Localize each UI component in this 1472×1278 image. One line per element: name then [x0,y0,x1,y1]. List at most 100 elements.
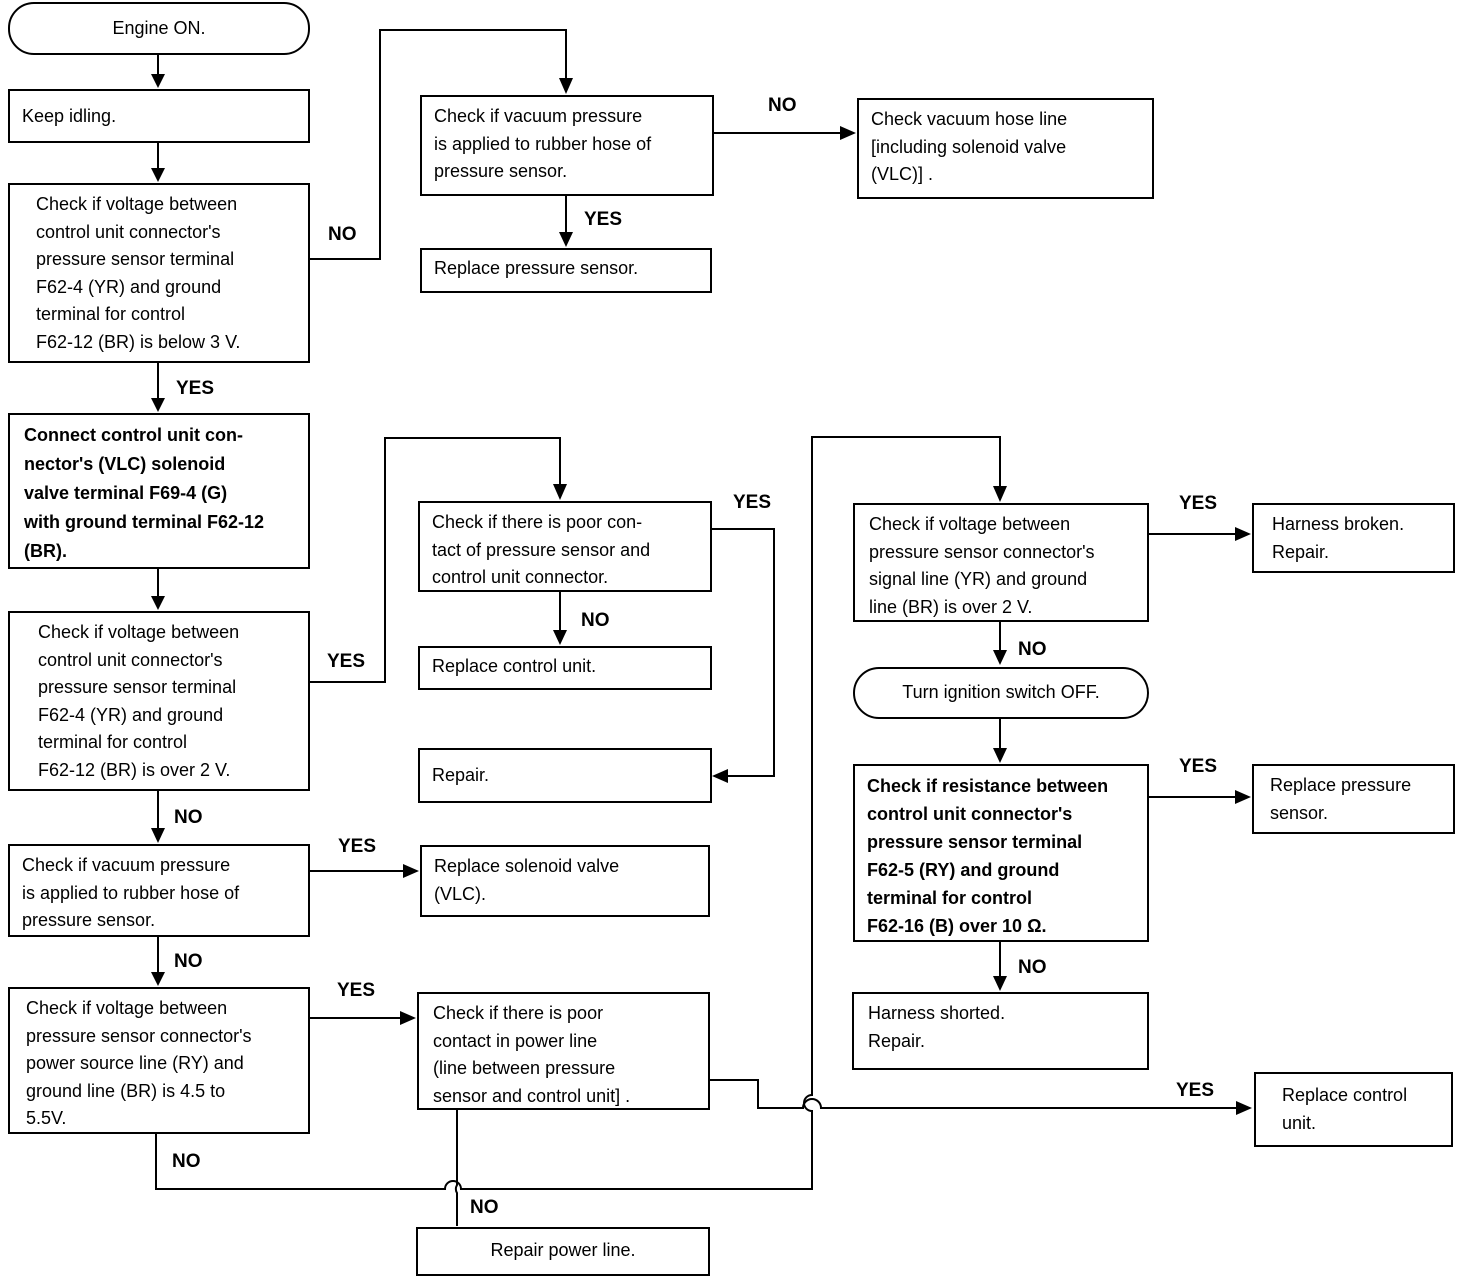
text-line: pressure sensor terminal [867,832,1083,852]
label-no: NO [581,610,610,631]
label-yes: YES [584,209,623,230]
text-line: Check if voltage between [869,514,1071,534]
text-line: pressure sensor. [22,910,156,930]
text-line: control unit connector's [38,649,223,670]
check-power-source-box: Check if voltage between pressure sensor… [8,987,310,1134]
replace-sensor-top-box: Replace pressure sensor. [420,248,712,293]
text-line: Check if there is poor con- [432,512,643,532]
label-yes: YES [337,980,376,1001]
text-line: Harness shorted. [868,1003,1006,1023]
check-voltage-below-box: Check if voltage between control unit co… [8,183,310,363]
label-no: NO [174,807,203,828]
replace-control-unit-bottom-box: Replace control unit. [1254,1072,1453,1147]
label-yes: YES [1179,756,1218,777]
label-yes: YES [327,651,366,672]
check-vacuum-top-box: Check if vacuum pressure is applied to r… [420,95,714,196]
text-line: valve terminal F69-4 (G) [24,483,228,503]
label-no: NO [174,951,203,972]
replace-control-unit-mid-box: Replace control unit. [418,646,712,690]
repair-text: Repair. [432,765,490,785]
text-line: sensor. [1270,802,1329,823]
harness-broken-box: Harness broken. Repair. [1252,503,1455,573]
text-line: F62-12 (BR) is below 3 V. [36,331,241,352]
text-line: (line between pressure [433,1058,616,1078]
text-line: Check if voltage between [38,622,240,642]
label-no: NO [768,95,797,116]
text-line: (VLC)] . [871,164,934,184]
check-signal-line-box: Check if voltage between pressure sensor… [853,503,1149,622]
text-line: tact of pressure sensor and [432,539,651,560]
connect-vlc-box: Connect control unit con- nector's (VLC)… [8,413,310,569]
text-line: Check vacuum hose line [871,109,1068,129]
text-line: Harness broken. [1272,514,1405,534]
label-no: NO [1018,639,1047,660]
check-hose-line-box: Check vacuum hose line [including soleno… [857,98,1154,199]
text-line: Replace pressure [1270,775,1412,795]
label-yes: YES [338,836,377,857]
label-yes: YES [733,492,772,513]
text-line: Check if resistance between [867,776,1109,796]
text-line: ground line (BR) is 4.5 to [26,1080,226,1101]
text-line: (VLC). [434,883,487,904]
text-line: Check if voltage between [26,998,228,1018]
label-yes: YES [1179,493,1218,514]
text-line: Repair. [868,1030,926,1051]
text-line: Check if vacuum pressure [434,106,643,126]
text-line: (BR). [24,541,67,561]
label-no: NO [172,1151,201,1172]
text-line: pressure sensor. [434,161,568,181]
replace-sensor-right-box: Replace pressure sensor. [1252,764,1455,834]
repair-power-line-box: Repair power line. [416,1227,710,1276]
text-line: contact in power line [433,1030,598,1051]
text-line: F62-12 (BR) is over 2 V. [38,759,231,780]
start-engine-on: Engine ON. [8,2,310,55]
label-no: NO [1018,957,1047,978]
text-line: Repair. [1272,541,1330,562]
text-line: Check if voltage between [36,194,238,214]
text-line: terminal for control [867,888,1033,908]
text-line: F62-5 (RY) and ground [867,860,1060,880]
replace-control-unit-mid-text: Replace control unit. [432,656,597,676]
text-line: unit. [1282,1112,1317,1133]
text-line: is applied to rubber hose of [434,133,652,154]
text-line: Replace solenoid valve [434,856,620,876]
turn-ignition-off-text: Turn ignition switch OFF. [902,682,1100,703]
check-voltage-over-box: Check if voltage between control unit co… [8,611,310,791]
text-line: control unit connector. [432,567,609,587]
text-line: is applied to rubber hose of [22,882,240,903]
text-line: F62-16 (B) over 10 Ω. [867,916,1047,936]
check-vacuum-mid-box: Check if vacuum pressure is applied to r… [8,844,310,937]
replace-sensor-top-text: Replace pressure sensor. [434,258,639,278]
label-no: NO [470,1197,499,1218]
text-line: [including solenoid valve [871,136,1067,157]
text-line: pressure sensor terminal [38,677,237,697]
turn-ignition-off-pill: Turn ignition switch OFF. [853,667,1149,719]
text-line: terminal for control [38,732,188,752]
text-line: pressure sensor terminal [36,249,235,269]
check-poor-contact-box: Check if there is poor con- tact of pres… [418,501,712,592]
check-resistance-box: Check if resistance between control unit… [853,764,1149,942]
text-line: terminal for control [36,304,186,324]
text-line: signal line (YR) and ground [869,569,1088,589]
text-line: F62-4 (YR) and ground [36,276,222,297]
text-line: Connect control unit con- [24,425,243,445]
text-line: nector's (VLC) solenoid [24,454,226,474]
engine-on-text: Engine ON. [112,17,206,38]
harness-shorted-box: Harness shorted. Repair. [852,992,1149,1070]
text-line: pressure sensor connector's [869,541,1095,562]
text-line: control unit connector's [867,804,1073,824]
text-line: control unit connector's [36,221,221,242]
label-yes: YES [176,378,215,399]
text-line: Check if vacuum pressure [22,855,231,875]
label-yes: YES [1176,1080,1215,1101]
text-line: F62-4 (YR) and ground [38,704,224,725]
text-line: Replace control [1282,1085,1408,1105]
text-line: Check if there is poor [433,1003,604,1023]
text-line: line (BR) is over 2 V. [869,596,1033,617]
repair-box: Repair. [418,748,712,803]
text-line: sensor and control unit] . [433,1085,631,1106]
keep-idling-box: Keep idling. [8,89,310,143]
text-line: with ground terminal F62-12 [24,512,265,532]
check-power-contact-box: Check if there is poor contact in power … [417,992,710,1110]
